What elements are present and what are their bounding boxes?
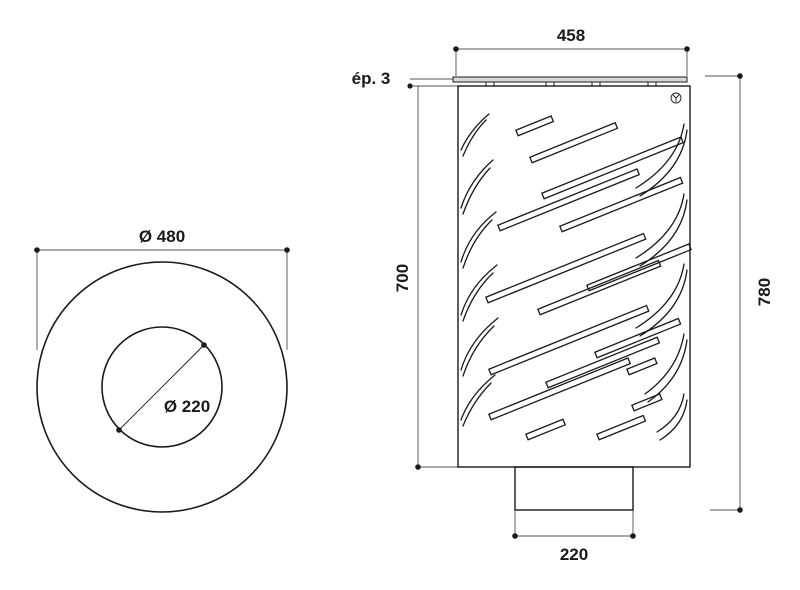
curved-slot <box>462 219 493 269</box>
diagonal-slot <box>596 414 647 441</box>
diagonal-slot <box>559 176 684 233</box>
curved-slot <box>462 325 495 377</box>
diagonal-slot <box>529 121 619 164</box>
curved-slot <box>462 167 491 215</box>
inner-diameter-label: Ø 220 <box>164 397 210 416</box>
diagonal-slot <box>537 259 662 316</box>
diagonal-slot <box>541 136 685 200</box>
dimension-dot <box>201 342 207 348</box>
curved-slot <box>460 264 498 316</box>
curved-slot <box>635 263 685 329</box>
dimension-dot <box>737 507 743 513</box>
body-height-label: 700 <box>393 264 412 292</box>
front-view <box>407 46 743 539</box>
diagonal-slot <box>594 317 682 359</box>
diagonal-slot <box>626 357 658 376</box>
diagonal-slot <box>631 393 663 412</box>
curved-slot <box>639 129 688 197</box>
curved-slot <box>460 374 496 421</box>
diagonal-slot <box>488 304 650 376</box>
lid-width-label: 458 <box>557 26 585 45</box>
screw-icon <box>670 92 682 104</box>
curved-slot <box>460 211 497 263</box>
curved-slot <box>635 193 685 259</box>
inner-diameter-dimension-line <box>118 344 205 431</box>
bin-body <box>457 85 691 468</box>
curved-slot <box>460 159 494 209</box>
diagonal-slot <box>485 232 647 304</box>
slot-pattern <box>460 113 692 441</box>
dimension-dot <box>737 73 743 79</box>
dimension-dot <box>415 464 421 470</box>
diagonal-slot <box>488 357 632 421</box>
outer-diameter-label: Ø 480 <box>139 227 185 246</box>
dimension-dot <box>512 533 518 539</box>
diagonal-slot <box>515 115 555 137</box>
base-socket <box>514 466 634 511</box>
curved-slot <box>460 113 490 151</box>
diagonal-slot <box>497 168 641 232</box>
diagonal-slot <box>525 418 567 441</box>
curved-slot <box>644 333 685 395</box>
total-height-label: 780 <box>755 278 774 306</box>
diagonal-slot <box>586 243 692 292</box>
dimension-dot <box>34 247 40 253</box>
dimension-dot <box>684 46 690 52</box>
dimension-dot <box>116 427 122 433</box>
curved-slot <box>462 272 494 322</box>
outer-ring <box>36 261 288 513</box>
curved-slot <box>639 269 688 337</box>
dimension-dot <box>453 46 459 52</box>
curved-slot <box>462 119 487 157</box>
curved-slot <box>647 339 688 403</box>
dimension-dot <box>284 247 290 253</box>
inner-ring <box>101 326 223 448</box>
base-width-label: 220 <box>560 545 588 564</box>
diagonal-slot <box>545 336 661 389</box>
curved-slot <box>460 317 499 371</box>
top-view <box>34 247 290 513</box>
curved-slot <box>462 382 492 427</box>
curved-slot <box>639 199 688 267</box>
curved-slot <box>635 123 685 189</box>
thickness-label: ép. 3 <box>352 69 391 88</box>
curved-slot <box>656 393 685 433</box>
dimension-dot <box>630 533 636 539</box>
lid-plate <box>452 76 688 83</box>
curved-slot <box>659 399 688 441</box>
